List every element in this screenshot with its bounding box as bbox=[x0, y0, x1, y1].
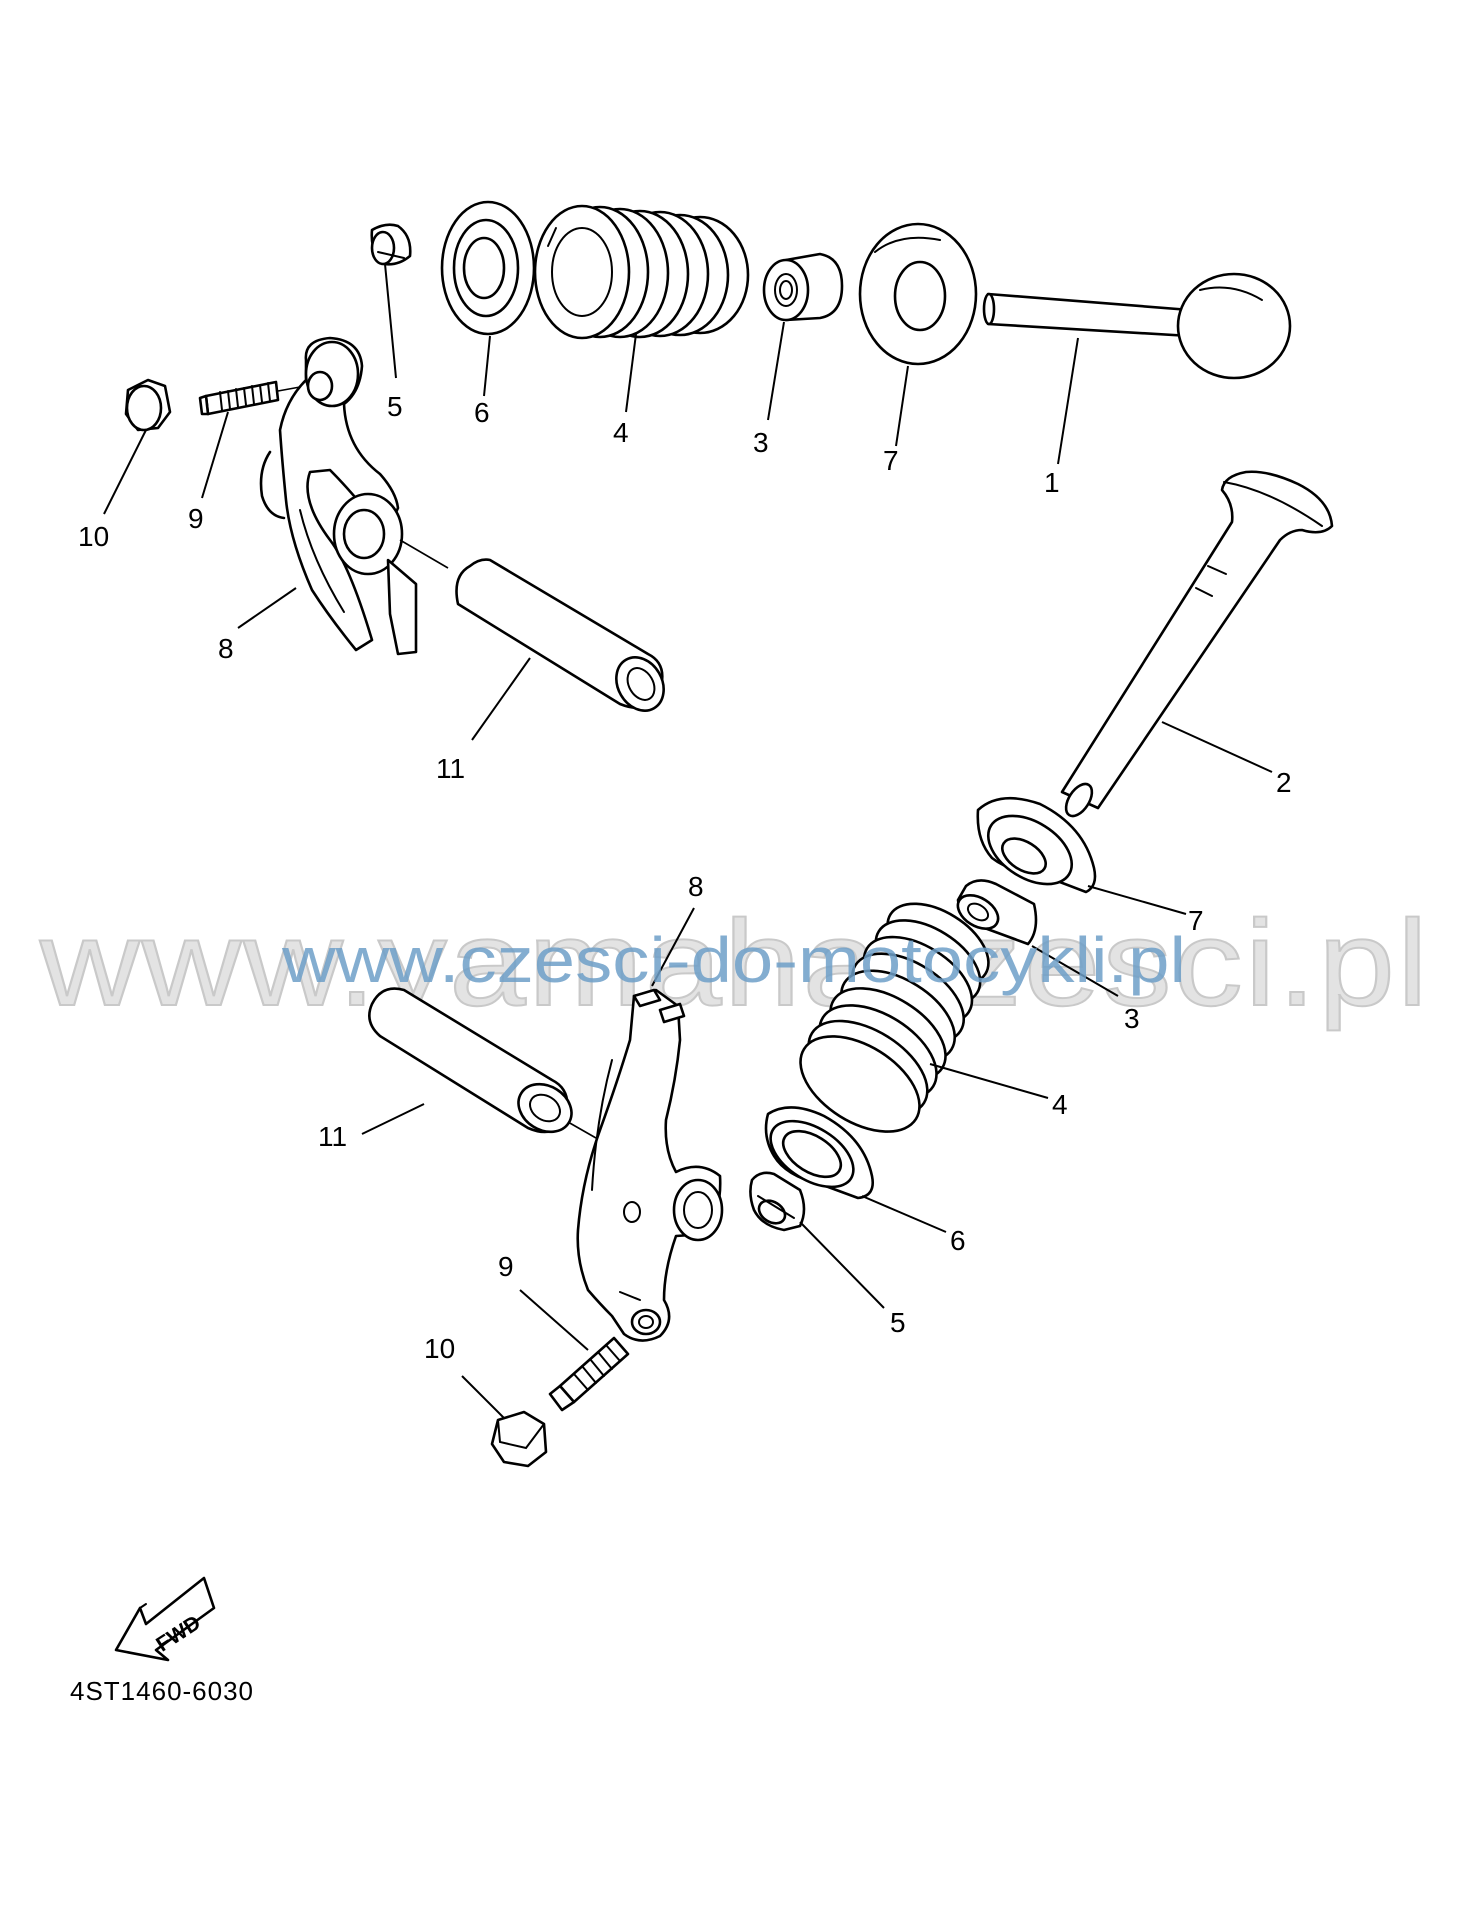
cotter-5-top bbox=[370, 223, 412, 266]
valve-1 bbox=[982, 272, 1292, 380]
rocker-shaft-11-top bbox=[399, 539, 665, 712]
callout-6-bottom: 6 bbox=[950, 1225, 966, 1256]
callout-3-top: 3 bbox=[753, 427, 769, 458]
callout-10-top: 10 bbox=[78, 521, 109, 552]
watermark-foreground: www.czesci-do-motocykli.pl bbox=[281, 924, 1186, 996]
callout-2: 2 bbox=[1276, 767, 1292, 798]
stem-seal-3-top bbox=[762, 252, 844, 322]
nut-10-top bbox=[124, 378, 172, 432]
screw-9-bottom bbox=[548, 1336, 630, 1412]
callout-7-top: 7 bbox=[883, 445, 899, 476]
valve-spring-4-top bbox=[533, 204, 750, 340]
watermark-background: www.yamahaczesci.pl bbox=[39, 895, 1430, 1031]
callout-9-top: 9 bbox=[188, 503, 204, 534]
callout-7-bottom: 7 bbox=[1188, 905, 1204, 936]
top-callouts: 1 3 4 5 6 7 8 9 10 11 bbox=[78, 391, 1060, 784]
fwd-arrow-icon: FWD bbox=[114, 1576, 216, 1662]
callout-11-bottom: 11 bbox=[318, 1121, 347, 1152]
valve-2 bbox=[1060, 470, 1334, 818]
callout-8-bottom: 8 bbox=[688, 871, 704, 902]
valve-spring-4-bottom bbox=[799, 902, 990, 1133]
callout-8-top: 8 bbox=[218, 633, 234, 664]
screw-9-top bbox=[198, 380, 301, 416]
callout-11-top: 11 bbox=[436, 753, 465, 784]
diagram-code: 4ST1460-6030 bbox=[70, 1676, 254, 1706]
retainer-6-top bbox=[440, 200, 536, 336]
rocker-shaft-11-bottom bbox=[368, 987, 597, 1139]
callout-6-top: 6 bbox=[474, 397, 490, 428]
callout-5-bottom: 5 bbox=[890, 1307, 906, 1338]
spring-seat-7-top bbox=[858, 222, 978, 366]
rocker-arm-8-bottom bbox=[576, 988, 724, 1342]
callout-4-bottom: 4 bbox=[1052, 1089, 1068, 1120]
callout-1: 1 bbox=[1044, 467, 1060, 498]
callout-9-bottom: 9 bbox=[498, 1251, 514, 1282]
callout-3-bottom: 3 bbox=[1124, 1003, 1140, 1034]
callout-10-bottom: 10 bbox=[424, 1333, 455, 1364]
callout-5-top: 5 bbox=[387, 391, 403, 422]
stem-seal-3-bottom bbox=[956, 879, 1038, 946]
callout-4-top: 4 bbox=[613, 417, 629, 448]
nut-10-bottom bbox=[490, 1410, 548, 1468]
top-leaders bbox=[103, 263, 1079, 741]
retainer-6-bottom bbox=[764, 1106, 874, 1200]
rocker-arm-8-top bbox=[259, 336, 418, 656]
cotter-5-bottom bbox=[749, 1171, 806, 1232]
spring-seat-7-bottom bbox=[976, 796, 1097, 894]
bottom-callouts: 2 7 3 4 6 5 8 9 10 11 bbox=[318, 767, 1292, 1364]
bottom-leaders bbox=[361, 721, 1273, 1419]
